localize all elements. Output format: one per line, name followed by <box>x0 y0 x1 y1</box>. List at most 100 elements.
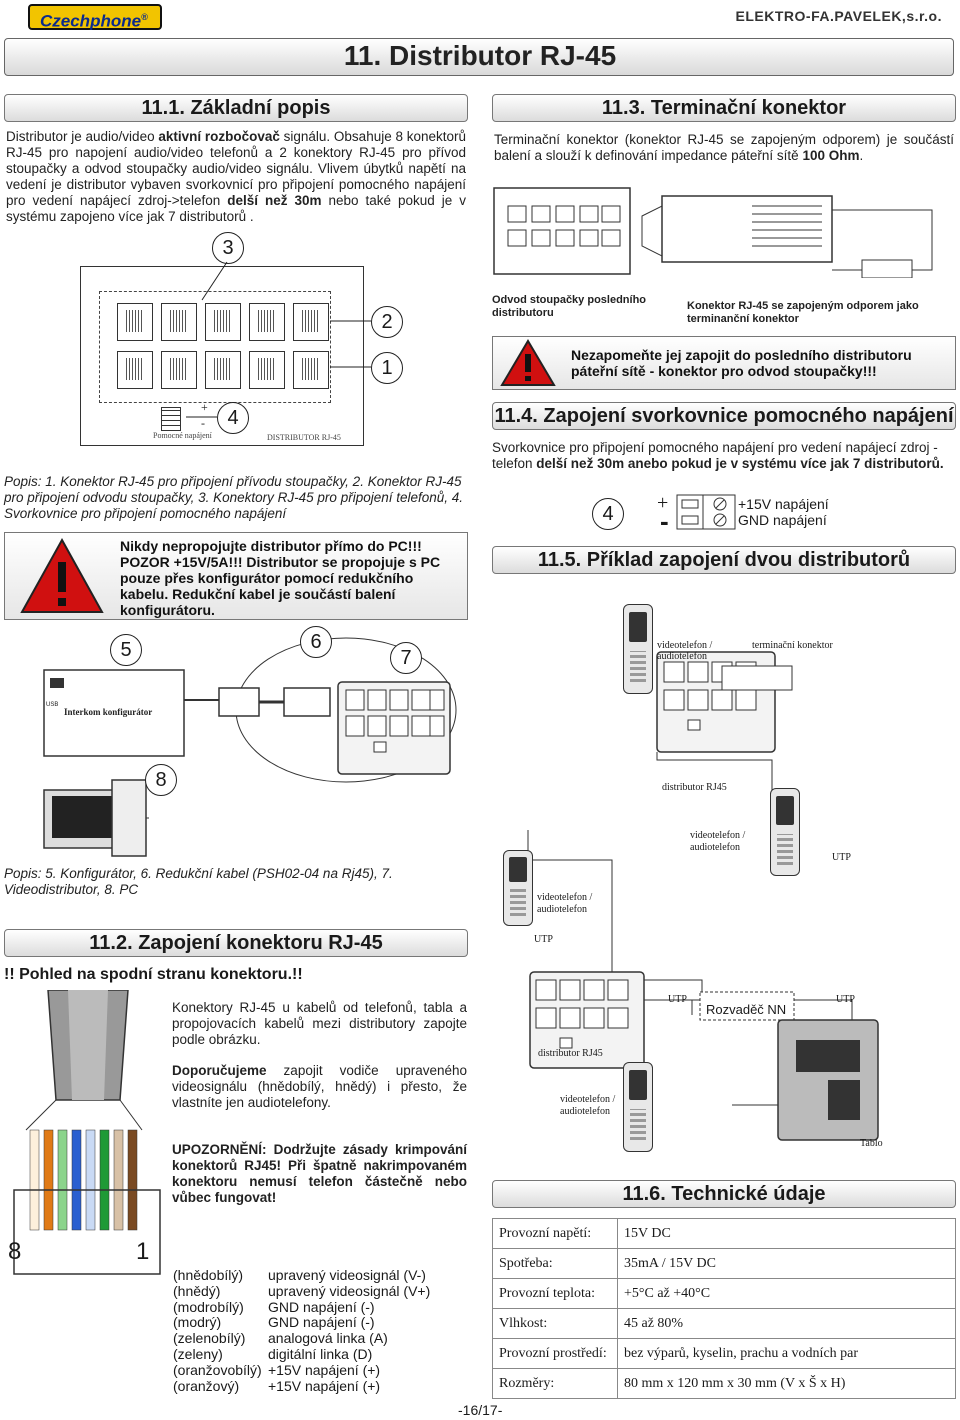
wire-signal: upravený videosignál (V-) <box>268 1267 426 1283</box>
text-part: nebo také pokud je v systému zapojeno ví… <box>6 193 467 224</box>
vt-label-1: videotelefon / audiotelefon <box>657 640 713 662</box>
rj45-port <box>161 303 197 341</box>
rj45-port-uplink-out <box>293 303 329 341</box>
text-bold: Doporučujeme <box>172 1063 267 1078</box>
section-title-11-2: 11.2. Zapojení konektoru RJ-45 <box>4 929 468 957</box>
rj45-port-uplink-in <box>293 351 329 389</box>
warning-triangle-icon <box>20 537 104 613</box>
tech-value: 35mA / 15V DC <box>617 1248 956 1279</box>
rozvadec-label: Rozvaděč NN <box>706 1002 787 1017</box>
tech-value: 15V DC <box>617 1218 956 1249</box>
vt-label-3b: audiotelefon <box>537 904 587 915</box>
tech-key: Provozní napětí: <box>492 1218 618 1249</box>
section-11-1-text: Distributor je audio/video aktivní rozbo… <box>6 129 466 225</box>
tech-key: Provozní teplota: <box>492 1278 618 1309</box>
connection-example-diagram <box>527 651 879 1141</box>
table-row: Spotřeba:35mA / 15V DC <box>492 1248 956 1279</box>
wire-signal: +15V napájení (+) <box>268 1361 381 1378</box>
popis-2: Popis: 5. Konfigurátor, 6. Redukční kabe… <box>4 866 393 897</box>
table-row: Rozměry:80 mm x 120 mm x 30 mm (V x Š x … <box>492 1368 956 1399</box>
section-11-4-text: Svorkovnice pro připojení pomocného napá… <box>492 440 956 472</box>
rj45-port <box>117 351 153 389</box>
section-title-11-1: 11.1. Základní popis <box>4 94 468 122</box>
plus-sign: + <box>201 400 208 414</box>
popis-1: Popis: 1. Konektor RJ-45 pro připojení p… <box>4 474 464 521</box>
configurator-label: Interkom konfigurátor <box>64 707 153 717</box>
rj45-port <box>117 303 153 341</box>
callout-2: 2 <box>371 306 403 338</box>
section-11-2-p2: Doporučujeme zapojit vodiče upraveného v… <box>172 1063 467 1111</box>
utp-label: UTP <box>832 852 851 863</box>
videophone-icon <box>503 850 533 926</box>
vt-label-4b: audiotelefon <box>560 1106 610 1117</box>
wire-color: (modrobílý) <box>173 1298 244 1315</box>
wire-color: (hnědý) <box>173 1282 221 1299</box>
tech-table: Provozní napětí:15V DC Spotřeba:35mA / 1… <box>492 1218 956 1399</box>
table-row: Provozní napětí:15V DC <box>492 1218 956 1249</box>
configurator-diagram <box>43 637 457 857</box>
vt-label-4a: videotelefon / <box>560 1094 616 1105</box>
terminal-plus-label: +15V napájení <box>738 496 829 512</box>
wire-color: (zelenobílý) <box>173 1330 246 1347</box>
text-part: signálu. Obsahuje 8 konektorů RJ-45 pro … <box>6 129 467 208</box>
callout-4b: 4 <box>592 498 624 530</box>
callout-lines <box>186 261 371 418</box>
tablo-label: Tablo <box>860 1138 883 1149</box>
text-part: Terminační konektor (konektor RJ-45 se z… <box>494 132 954 163</box>
tech-value: bez výparů, kyselin, prachu a vodních pa… <box>617 1338 956 1369</box>
text-bold: aktivní rozbočovač <box>158 129 280 144</box>
table-row: Vlhkost:45 až 80% <box>492 1308 956 1339</box>
section-title-11-5: 11.5. Příklad zapojení dvou distributorů <box>492 546 956 574</box>
callout-1: 1 <box>371 352 403 384</box>
usb-label: USB <box>46 702 59 708</box>
callout-5: 5 <box>110 634 142 666</box>
wire-signal: +15V napájení (+) <box>268 1377 381 1394</box>
caption-uplink-out: Odvod stoupačky posledního distributoru <box>492 294 647 319</box>
distributor-diagram: + - Pomocné napájení DISTRIBUTOR RJ-45 <box>80 266 364 446</box>
tech-key: Vlhkost: <box>492 1308 618 1339</box>
videophone-icon <box>623 1062 653 1152</box>
wire-color: (modrý) <box>173 1314 222 1331</box>
warning-term-box <box>492 336 956 390</box>
logo-mark: ® <box>141 12 148 22</box>
vt-label-3a: videotelefon / <box>537 892 593 903</box>
section-title-11-3: 11.3. Terminační konektor <box>492 94 956 122</box>
text-bold: 100 Ohm <box>802 148 860 163</box>
dist-label-1: distributor RJ45 <box>662 782 727 793</box>
dist-label-2: distributor RJ45 <box>538 1048 603 1059</box>
wire-signals: upravený videosignál (V-) upravený video… <box>268 1267 430 1394</box>
section-title-11-4: 11.4. Zapojení svorkovnice pomocného nap… <box>492 402 956 430</box>
text-part: Svorkovnice pro připojení pomocného napá… <box>492 440 938 471</box>
wire-colors: (hnědobílý) (hnědý) (modrobílý) (modrý) … <box>173 1267 262 1394</box>
section-11-2-p3: UPOZORNĚNÍ: Dodržujte zásady krimpování … <box>172 1142 467 1205</box>
plus-sign: + <box>657 492 669 514</box>
terminal-block <box>161 407 181 431</box>
text-part: Distributor je audio/video <box>6 129 159 144</box>
page-title: 11. Distributor RJ-45 <box>343 40 617 71</box>
aux-power-label: Pomocné napájení <box>153 431 212 440</box>
table-row: Provozní prostředí:bez výparů, kyselin, … <box>492 1338 956 1369</box>
tech-value: 45 až 80% <box>617 1308 956 1339</box>
tech-key: Spotřeba: <box>492 1248 618 1279</box>
warning-triangle-icon <box>500 339 556 386</box>
text-bold: delší než 30m anebo pokud je v systému v… <box>536 456 944 471</box>
wire-signal: GND napájení (-) <box>268 1298 375 1315</box>
wire-signal: GND napájení (-) <box>268 1314 375 1331</box>
videophone-icon <box>623 604 653 694</box>
text-part: zapojit vodiče upraveného videosignálu (… <box>172 1063 467 1110</box>
callout-6: 6 <box>300 626 332 658</box>
warning-term-text: Nezapomeňte jej zapojit do posledního di… <box>571 347 912 379</box>
pin-8-label: 8 <box>8 1238 22 1265</box>
callout-8: 8 <box>145 764 177 796</box>
rj45-port <box>205 303 241 341</box>
vt-label-2b: audiotelefon <box>690 842 740 853</box>
rj45-port <box>205 351 241 389</box>
callout-4: 4 <box>217 402 249 434</box>
minus-sign: - <box>201 416 205 430</box>
term-label: terminační konektor <box>752 640 833 651</box>
wire-color: (oranžový) <box>173 1377 240 1394</box>
wire-signal: analogová linka (A) <box>268 1330 388 1347</box>
utp-label: UTP <box>668 994 687 1005</box>
brand-logo: Czechphone® <box>28 4 162 31</box>
main-title-bar <box>4 38 954 76</box>
